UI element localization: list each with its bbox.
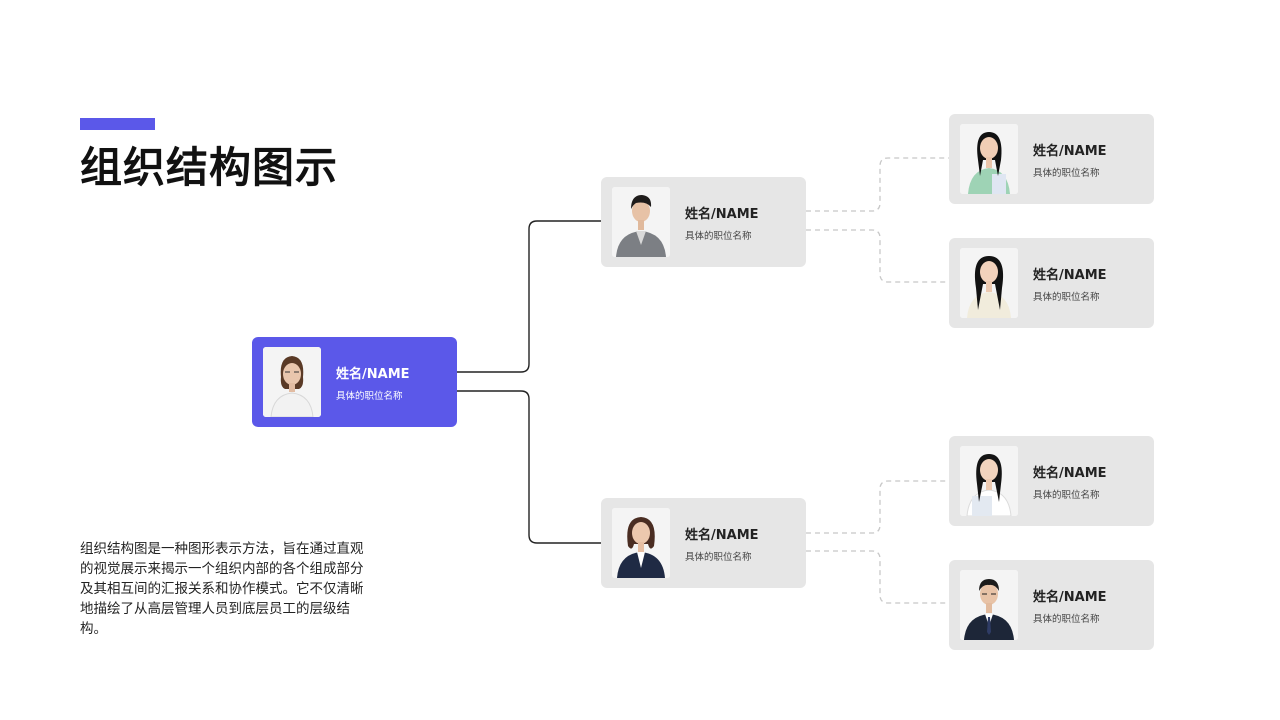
org-card-staff-4: 姓名/NAME 具体的职位名称	[949, 560, 1154, 650]
avatar-photo	[263, 347, 321, 417]
member-name: 姓名/NAME	[1033, 144, 1107, 159]
org-card-staff-3: 姓名/NAME 具体的职位名称	[949, 436, 1154, 526]
org-card-manager-1: 姓名/NAME 具体的职位名称	[601, 177, 806, 267]
connector-manager-2-to-staff-3	[806, 480, 949, 534]
avatar-photo	[960, 446, 1018, 516]
avatar-photo	[612, 187, 670, 257]
member-role: 具体的职位名称	[1033, 614, 1100, 625]
org-card-root: 姓名/NAME 具体的职位名称	[252, 337, 457, 427]
member-role: 具体的职位名称	[685, 552, 752, 563]
member-name: 姓名/NAME	[1033, 268, 1107, 283]
member-name: 姓名/NAME	[336, 367, 410, 382]
org-card-manager-2: 姓名/NAME 具体的职位名称	[601, 498, 806, 588]
connector-manager-1-to-staff-2	[806, 229, 949, 283]
member-name: 姓名/NAME	[1033, 590, 1107, 605]
member-role: 具体的职位名称	[1033, 490, 1100, 501]
avatar-photo	[612, 508, 670, 578]
connector-manager-1-to-staff-1	[806, 157, 949, 212]
connector-root-to-manager-2	[457, 390, 601, 544]
title-accent-bar	[80, 118, 155, 130]
connector-manager-2-to-staff-4	[806, 550, 949, 604]
member-role: 具体的职位名称	[336, 391, 403, 402]
member-role: 具体的职位名称	[1033, 168, 1100, 179]
avatar-photo	[960, 570, 1018, 640]
member-role: 具体的职位名称	[1033, 292, 1100, 303]
member-name: 姓名/NAME	[1033, 466, 1107, 481]
member-name: 姓名/NAME	[685, 207, 759, 222]
avatar-photo	[960, 124, 1018, 194]
connector-root-to-manager-1	[457, 220, 601, 373]
org-card-staff-2: 姓名/NAME 具体的职位名称	[949, 238, 1154, 328]
org-card-staff-1: 姓名/NAME 具体的职位名称	[949, 114, 1154, 204]
member-role: 具体的职位名称	[685, 231, 752, 242]
member-name: 姓名/NAME	[685, 528, 759, 543]
page-title: 组织结构图示	[80, 143, 339, 192]
avatar-photo	[960, 248, 1018, 318]
description-text: 组织结构图是一种图形表示方法，旨在通过直观的视觉展示来揭示一个组织内部的各个组成…	[80, 541, 364, 637]
